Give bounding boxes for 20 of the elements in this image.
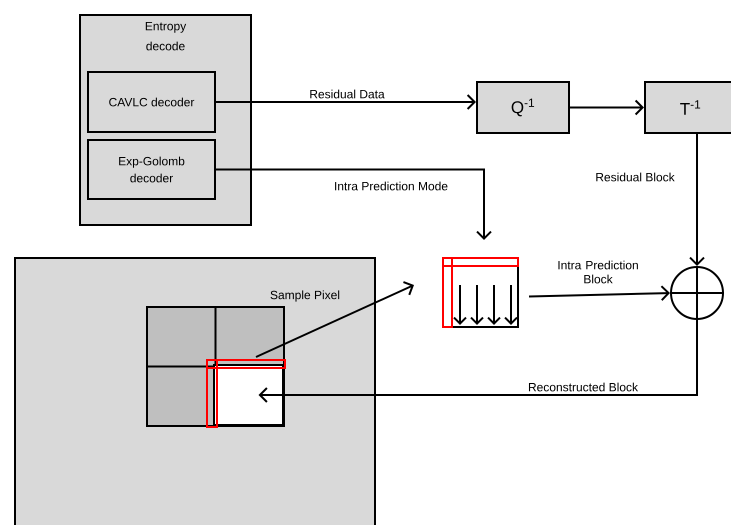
current-block xyxy=(206,359,286,428)
arrow xyxy=(216,94,476,110)
edge-label: Residual Block xyxy=(596,172,675,182)
edge-label: Sample Pixel xyxy=(270,290,340,302)
edge-label: Residual Data xyxy=(310,90,385,98)
edge-label: Reconstructed Block xyxy=(528,382,638,392)
arrow xyxy=(216,168,492,240)
edge-label: Intra Prediction Mode xyxy=(335,182,448,190)
prediction-block xyxy=(442,257,519,328)
arrow xyxy=(258,320,698,403)
arrow xyxy=(528,286,670,301)
decoder-box: CAVLC decoder xyxy=(87,71,216,133)
arrow xyxy=(256,281,414,358)
decoder-box: Exp-Golomb decoder xyxy=(87,139,216,200)
process-box: Q$^{-1}$ xyxy=(476,81,570,134)
arrow xyxy=(570,100,644,116)
arrow xyxy=(689,134,705,266)
process-box: T$^{-1}$ xyxy=(644,81,731,134)
edge-label: Intra Prediction Block xyxy=(558,260,638,284)
adder-circle xyxy=(669,265,725,321)
